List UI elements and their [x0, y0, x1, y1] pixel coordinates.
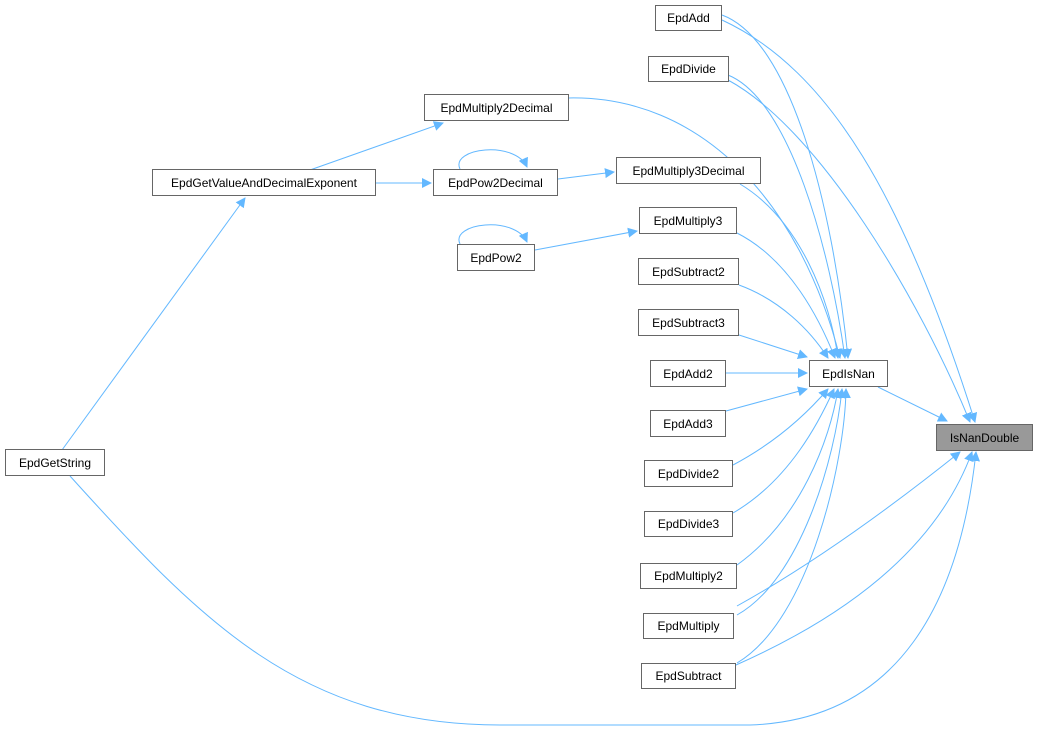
- edge-EpdGetString-to-EpdGetValueAndDecimalExponent: [61, 197, 246, 451]
- edge-EpdAdd-to-EpdIsNan: [721, 14, 853, 359]
- node-EpdMultiply3Decimal[interactable]: EpdMultiply3Decimal: [616, 157, 761, 184]
- edge-EpdPow2-to-EpdPow2: [458, 224, 528, 245]
- node-EpdMultiply2Decimal[interactable]: EpdMultiply2Decimal: [424, 94, 569, 121]
- edge-EpdGetString-to-IsNanDouble: [69, 451, 981, 726]
- edge-EpdDivide-to-IsNanDouble: [727, 79, 972, 423]
- node-EpdMultiply[interactable]: EpdMultiply: [643, 613, 734, 639]
- edge-EpdIsNan-to-IsNanDouble: [877, 386, 948, 422]
- node-EpdDivide3[interactable]: EpdDivide3: [644, 511, 733, 537]
- node-EpdPow2Decimal[interactable]: EpdPow2Decimal: [433, 169, 558, 196]
- node-EpdIsNan[interactable]: EpdIsNan: [809, 360, 888, 387]
- edge-EpdDivide2-to-EpdIsNan: [732, 388, 829, 466]
- node-EpdPow2[interactable]: EpdPow2: [457, 244, 535, 271]
- edge-EpdMultiply-to-IsNanDouble: [736, 451, 961, 607]
- node-EpdAdd[interactable]: EpdAdd: [655, 5, 722, 31]
- edge-EpdPow2Decimal-to-EpdPow2Decimal: [458, 149, 528, 170]
- node-EpdMultiply2[interactable]: EpdMultiply2: [640, 563, 737, 589]
- node-EpdSubtract2[interactable]: EpdSubtract2: [638, 258, 739, 285]
- edge-EpdMultiply3Decimal-to-EpdIsNan: [739, 183, 842, 359]
- edge-EpdSubtract2-to-EpdIsNan: [738, 284, 829, 359]
- edge-EpdAdd-to-IsNanDouble: [721, 19, 978, 423]
- node-EpdMultiply3[interactable]: EpdMultiply3: [639, 207, 737, 234]
- node-EpdAdd2[interactable]: EpdAdd2: [650, 360, 726, 387]
- node-EpdGetString[interactable]: EpdGetString: [5, 449, 105, 476]
- edge-EpdDivide-to-EpdIsNan: [727, 74, 849, 359]
- node-EpdGetValueAndDecimalExponent[interactable]: EpdGetValueAndDecimalExponent: [152, 169, 376, 196]
- edge-EpdGetValueAndDecimalExponent-to-EpdMultiply2Decimal: [309, 121, 444, 171]
- node-EpdDivide[interactable]: EpdDivide: [648, 56, 729, 82]
- node-EpdDivide2[interactable]: EpdDivide2: [644, 460, 733, 487]
- edge-EpdPow2-to-EpdMultiply3: [534, 227, 638, 251]
- edge-EpdSubtract3-to-EpdIsNan: [738, 334, 808, 359]
- edge-EpdPow2Decimal-to-EpdMultiply3Decimal: [557, 168, 615, 180]
- edge-EpdSubtract-to-IsNanDouble: [735, 451, 974, 666]
- node-IsNanDouble[interactable]: IsNanDouble: [936, 424, 1033, 451]
- node-EpdAdd3[interactable]: EpdAdd3: [650, 410, 726, 437]
- node-EpdSubtract[interactable]: EpdSubtract: [641, 663, 736, 689]
- node-EpdSubtract3[interactable]: EpdSubtract3: [638, 309, 739, 336]
- edge-EpdDivide3-to-EpdIsNan: [732, 388, 835, 514]
- edge-EpdMultiply2-to-EpdIsNan: [736, 388, 842, 566]
- edge-EpdSubtract-to-EpdIsNan: [736, 388, 851, 664]
- edge-EpdMultiply3-to-EpdIsNan: [736, 232, 837, 359]
- edge-EpdAdd3-to-EpdIsNan: [725, 386, 808, 412]
- edge-EpdMultiply-to-EpdIsNan: [736, 388, 847, 616]
